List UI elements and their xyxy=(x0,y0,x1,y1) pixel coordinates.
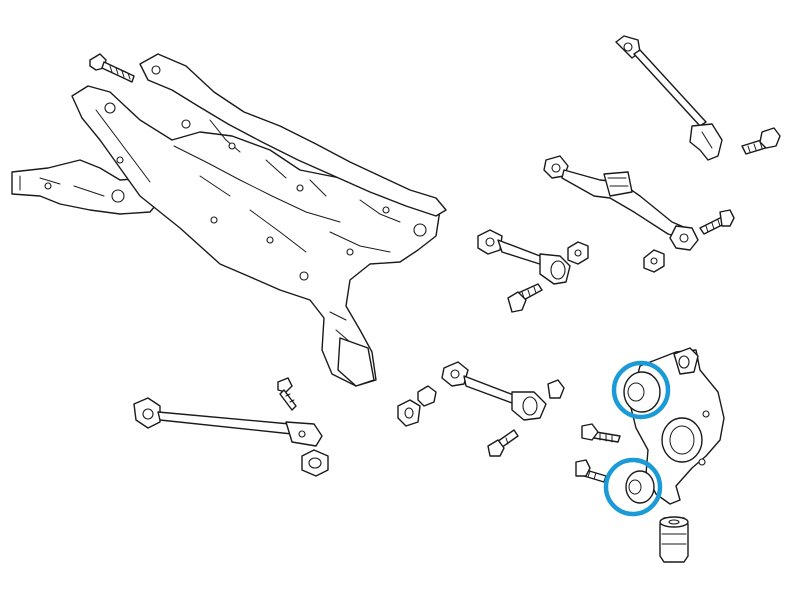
upper-arm-bolt xyxy=(741,127,781,155)
upper-bushing-highlight-circle xyxy=(611,360,671,420)
lateral-link-bolt xyxy=(507,241,589,313)
rear-subframe xyxy=(11,53,447,387)
knuckle-lower-bushing xyxy=(625,470,655,504)
subframe-bolt xyxy=(89,53,135,83)
lateral-link xyxy=(477,229,571,285)
trailing-arm-bolt xyxy=(301,449,329,477)
lower-link-bolt xyxy=(277,377,565,457)
lower-link xyxy=(441,361,547,421)
trailing-arm xyxy=(133,397,323,447)
separate-bushing xyxy=(659,516,689,563)
toe-link-bolt xyxy=(643,209,735,273)
knuckle-bolts xyxy=(575,423,621,483)
toe-control-link xyxy=(543,155,699,251)
lower-bushing-highlight-circle xyxy=(603,457,663,517)
upper-control-arm xyxy=(615,35,723,161)
knuckle-upper-bushing xyxy=(623,371,661,413)
